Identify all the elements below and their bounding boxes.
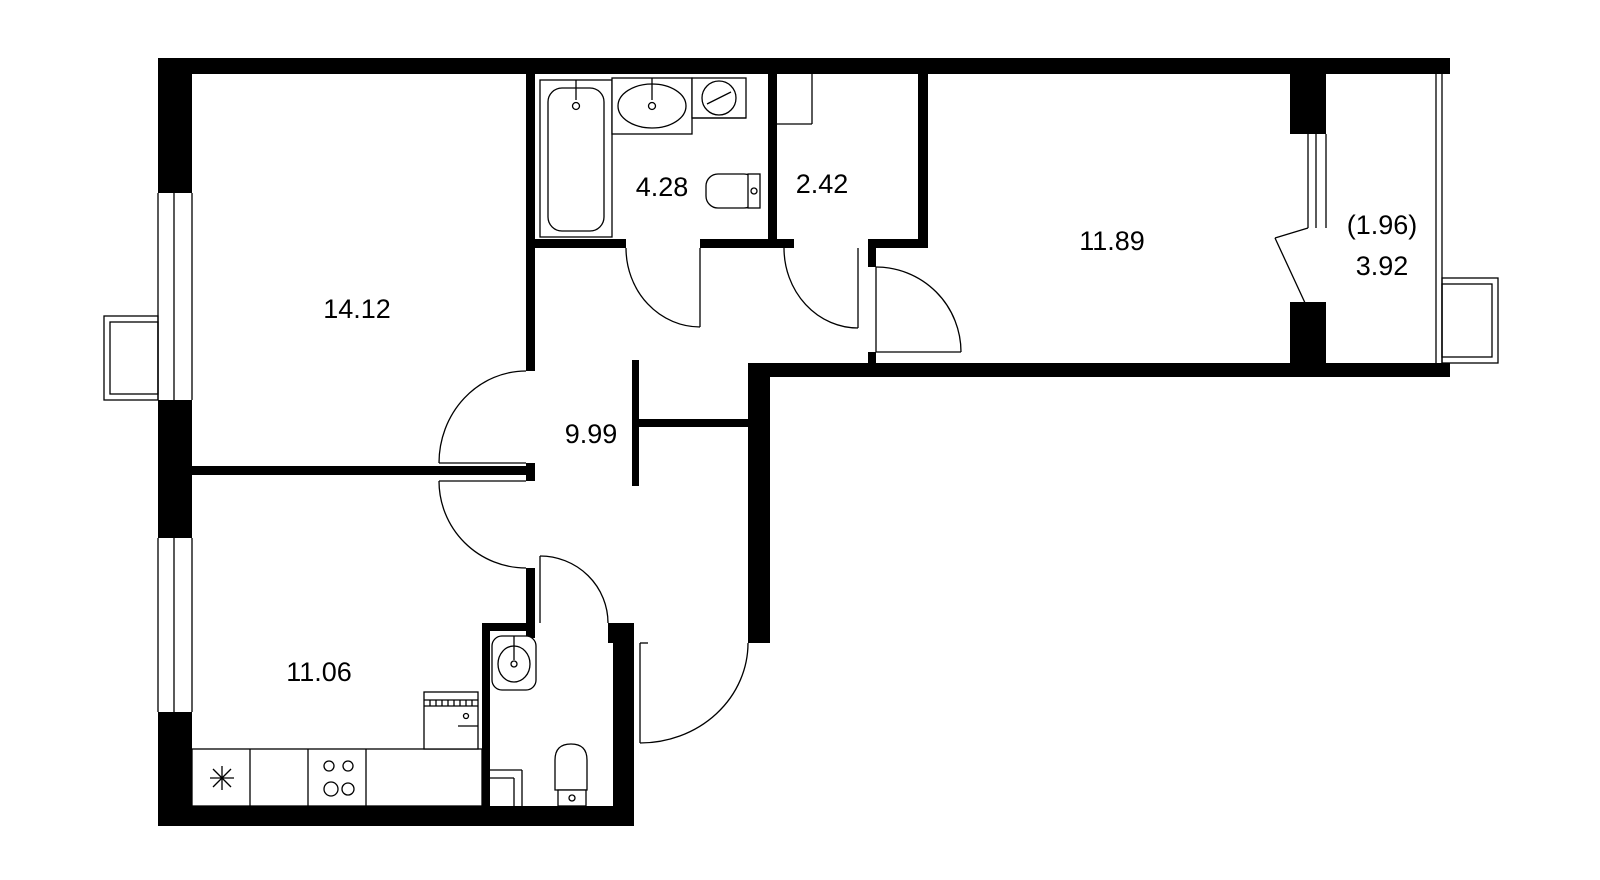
boiler-fixture <box>423 691 479 750</box>
wc-pipe <box>490 769 523 806</box>
balcony-area: 3.92 <box>1356 251 1409 281</box>
balcony-window <box>1307 134 1327 228</box>
toilet-bowl-wc <box>554 743 588 807</box>
room-area-left-top: 14.12 <box>323 294 391 324</box>
door-kitchen <box>438 480 527 569</box>
door-wc-2 <box>539 555 609 624</box>
bathtub-fixture <box>539 79 613 238</box>
room-area-bathroom: 4.28 <box>636 172 689 202</box>
sink-wc <box>491 635 537 691</box>
stove-icon <box>323 760 355 797</box>
toilet-bowl-bathroom <box>705 173 761 209</box>
doors <box>438 227 1309 744</box>
room-area-hall: 9.99 <box>565 419 618 449</box>
fixtures <box>191 74 813 807</box>
door-room-right <box>875 266 962 353</box>
toilet-pipe <box>777 74 813 125</box>
room-area-kitchen: 11.06 <box>286 657 352 687</box>
door-room-left <box>438 370 527 464</box>
exterior-walls <box>158 58 1450 826</box>
balcony-area-reduced: (1.96) <box>1347 210 1418 240</box>
sink-bathroom <box>611 77 693 135</box>
door-entrance <box>639 642 749 744</box>
room-area-right: 11.89 <box>1079 226 1145 256</box>
window-left-top <box>103 193 193 401</box>
kitchen-counter <box>191 748 483 807</box>
window-left-bottom <box>157 538 193 712</box>
kitchen-sink-icon <box>210 766 234 790</box>
balcony-glazing <box>1435 70 1499 364</box>
door-balcony <box>1274 227 1309 306</box>
room-area-toilet: 2.42 <box>796 169 849 199</box>
windows <box>103 70 1499 712</box>
interior-walls <box>192 58 1326 806</box>
door-bathroom <box>625 247 701 328</box>
room-labels: 14.12 4.28 2.42 11.89 (1.96) 3.92 9.99 1… <box>286 169 1417 687</box>
door-toilet <box>783 247 859 329</box>
washing-machine <box>691 77 747 119</box>
